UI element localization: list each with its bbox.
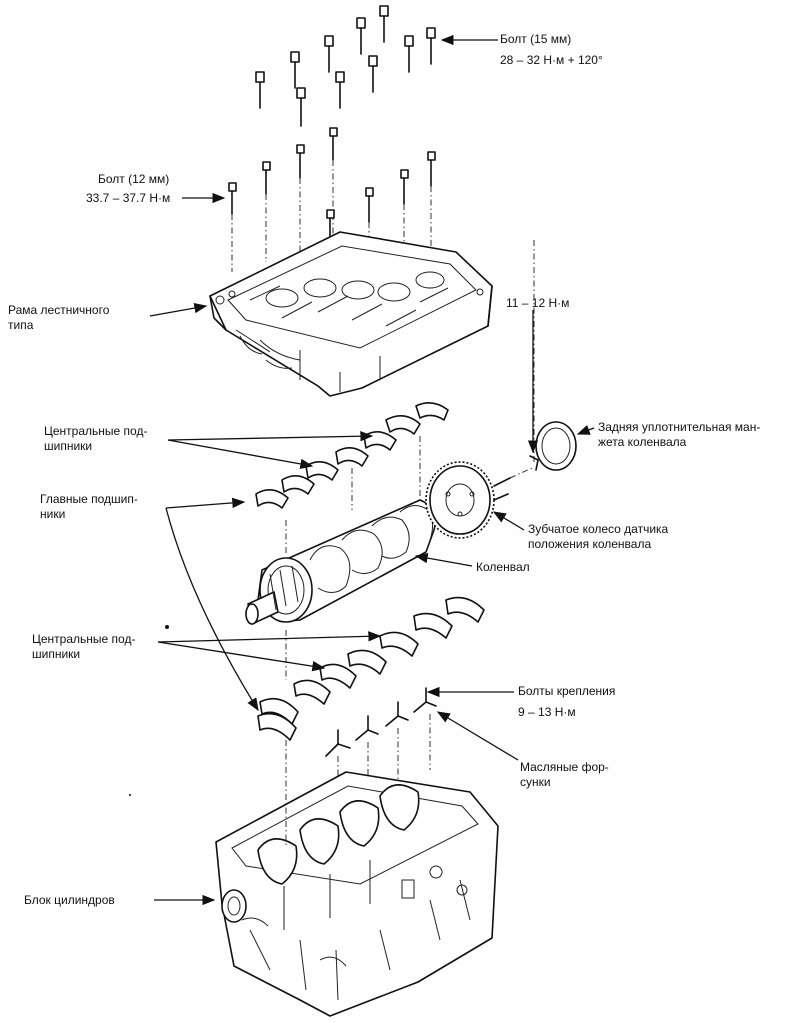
label-rear-seal: Задняя уплотнительная ман- жета коленвал… <box>598 420 760 450</box>
crank-position-sensor-wheel <box>425 461 533 539</box>
cylinder-block <box>215 771 499 1017</box>
label-line: Блок цилиндров <box>24 893 115 907</box>
label-line: жета коленвала <box>598 435 687 449</box>
label-line: Центральные под- <box>32 632 136 646</box>
bolts-12mm <box>228 127 436 272</box>
label-bolt-15mm: Болт (15 мм) 28 – 32 Н·м + 120° <box>500 32 603 68</box>
rear-crank-seal <box>529 240 577 471</box>
label-bolt-12mm: Болт (12 мм) 33.7 – 37.7 Н·м <box>86 172 170 206</box>
label-mount-bolts: Болты крепления 9 – 13 Н·м <box>518 684 615 720</box>
label-central-bearings-upper: Центральные под- шипники <box>44 424 147 454</box>
label-line: Рама лестничного <box>8 303 110 317</box>
label-central-bearings-lower: Центральные под- шипники <box>32 632 135 662</box>
label-line: типа <box>8 318 34 332</box>
label-cylinder-block: Блок цилиндров <box>24 893 115 908</box>
label-line: положения коленвала <box>528 537 652 551</box>
label-line: Задняя уплотнительная ман- <box>598 420 761 434</box>
label-line: 11 – 12 Н·м <box>506 296 570 310</box>
speck <box>129 794 131 796</box>
label-line: 28 – 32 Н·м + 120° <box>500 53 603 67</box>
label-line: Болт (15 мм) <box>500 32 572 46</box>
bolts-15mm <box>255 5 436 127</box>
label-line: ники <box>40 507 66 521</box>
lower-central-bearings <box>257 596 485 741</box>
ladder-frame <box>209 231 493 397</box>
label-line: шипники <box>32 647 81 661</box>
label-main-bearings: Главные подшип- ники <box>40 492 138 522</box>
label-line: Болт (12 мм) <box>98 172 170 186</box>
label-line: 9 – 13 Н·м <box>518 705 576 719</box>
label-line: Масляные фор- <box>520 760 609 774</box>
label-line: Зубчатое колесо датчика <box>528 522 669 536</box>
alignment-lines <box>285 436 421 846</box>
label-line: Коленвал <box>476 560 530 574</box>
label-oil-jets: Масляные фор- сунки <box>520 760 609 790</box>
label-line: шипники <box>44 439 93 453</box>
crankshaft <box>245 499 437 625</box>
speck <box>165 625 169 629</box>
label-line: Центральные под- <box>44 424 148 438</box>
label-line: Болты крепления <box>518 684 616 698</box>
label-line: сунки <box>520 775 551 789</box>
leader-lines <box>149 34 595 906</box>
label-crankshaft: Коленвал <box>476 560 530 575</box>
label-sensor-wheel: Зубчатое колесо датчика положения коленв… <box>528 522 668 552</box>
label-torque-11-12: 11 – 12 Н·м <box>506 296 569 311</box>
label-line: 33.7 – 37.7 Н·м <box>86 191 171 205</box>
label-line: Главные подшип- <box>40 492 138 506</box>
upper-central-bearings <box>255 402 449 509</box>
label-ladder-frame: Рама лестничного типа <box>8 303 109 333</box>
